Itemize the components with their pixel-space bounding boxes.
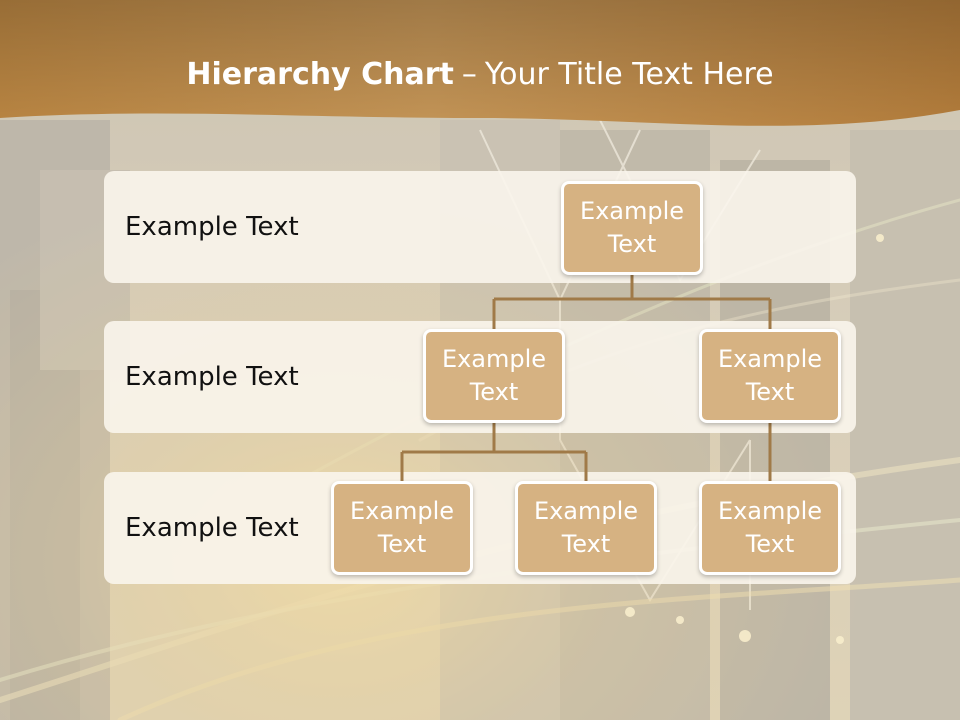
title-separator: – <box>461 57 477 92</box>
org-node-level2-right[interactable]: Example Text <box>699 329 841 423</box>
title-regular-part: Your Title Text Here <box>484 57 774 92</box>
banner-wave-shape <box>0 0 960 126</box>
title-bold-part: Hierarchy Chart <box>186 57 454 92</box>
org-node-level3-a-text: Example Text <box>349 497 455 558</box>
level-label-2: Example Text <box>125 362 299 392</box>
level-label-1: Example Text <box>125 212 299 242</box>
org-node-level3-b[interactable]: Example Text <box>515 481 657 575</box>
org-node-level3-c[interactable]: Example Text <box>699 481 841 575</box>
org-node-level3-b-text: Example Text <box>533 497 639 558</box>
level-label-3: Example Text <box>125 513 299 543</box>
title-banner: Hierarchy Chart–Your Title Text Here <box>0 0 960 140</box>
org-node-root-text: Example Text <box>579 197 685 258</box>
org-node-level3-c-text: Example Text <box>717 497 823 558</box>
level-band-1: Example Text <box>104 171 856 283</box>
org-node-level2-right-text: Example Text <box>717 345 823 406</box>
org-node-level3-a[interactable]: Example Text <box>331 481 473 575</box>
org-node-root[interactable]: Example Text <box>561 181 703 275</box>
org-node-level2-left-text: Example Text <box>441 345 547 406</box>
org-node-level2-left[interactable]: Example Text <box>423 329 565 423</box>
page-title: Hierarchy Chart–Your Title Text Here <box>0 52 960 98</box>
